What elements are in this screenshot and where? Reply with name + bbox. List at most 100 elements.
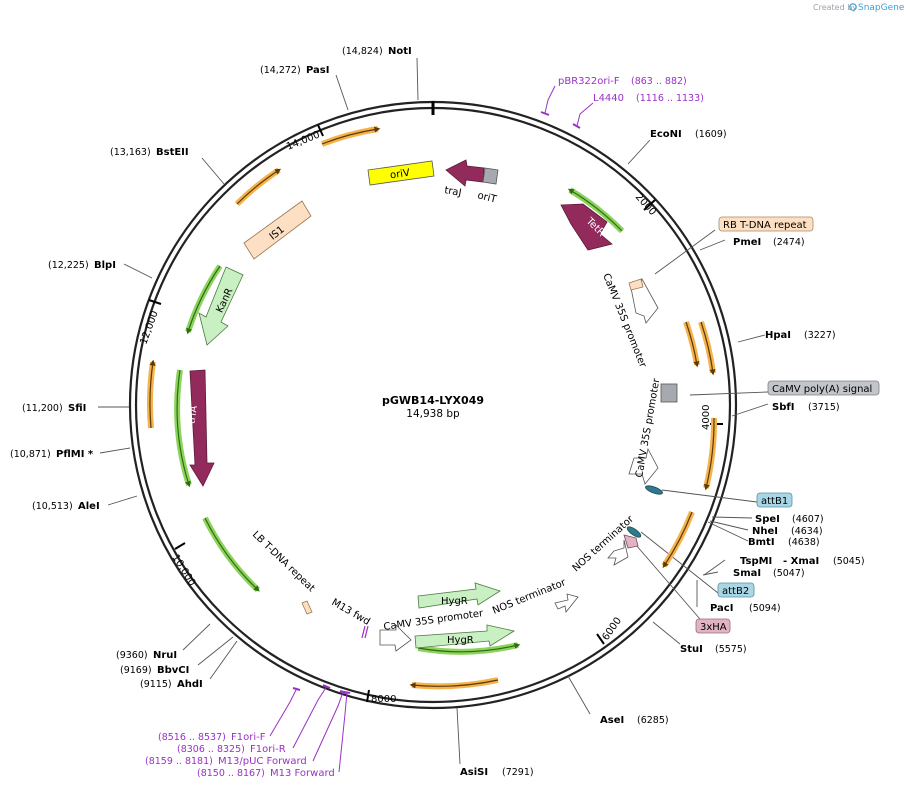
tick-4000: 4000 — [701, 405, 712, 430]
site-smai-pos: (5047) — [773, 568, 805, 579]
tick-2000-mark — [643, 199, 656, 211]
site-hpai-pos: (3227) — [804, 330, 836, 341]
site-notI[interactable]: NotI — [388, 46, 412, 57]
site-blpI-pos: (12,225) — [48, 260, 89, 271]
primer-f1ori-f[interactable]: F1ori-F — [231, 732, 266, 743]
site-hpai[interactable]: HpaI — [765, 330, 791, 341]
attb2-mark[interactable] — [626, 525, 643, 539]
nos-arrow-2[interactable] — [554, 593, 579, 613]
tick-10000: 10,000 — [169, 553, 197, 589]
tick-8000-mark — [366, 689, 370, 703]
label-rb-tdna[interactable]: RB T-DNA repeat — [723, 220, 807, 231]
primer-l4440[interactable]: L4440 — [593, 93, 624, 104]
primer-m13-forward[interactable]: M13 Forward — [270, 768, 335, 779]
primer-marks — [292, 111, 581, 694]
label-attb2[interactable]: attB2 — [722, 586, 749, 597]
trfa-arrow[interactable] — [189, 369, 215, 487]
tick-12000: 12,000 — [138, 309, 160, 346]
snapgene-logo-icon — [849, 3, 857, 11]
tick-8000: 8000 — [371, 694, 396, 705]
site-stui[interactable]: StuI — [680, 644, 703, 655]
camv-polya-box[interactable] — [660, 383, 678, 403]
site-pflmi[interactable]: PflMI * — [56, 449, 94, 460]
site-blpI[interactable]: BlpI — [94, 260, 116, 271]
primer-leaders — [269, 85, 594, 773]
credit-brand: SnapGene — [858, 3, 905, 13]
is1-box[interactable] — [243, 200, 312, 260]
primer-l4440-pos: (1116 .. 1133) — [636, 93, 704, 104]
hygr-arrow-2[interactable] — [414, 624, 516, 649]
feature-oriV: oriV — [389, 168, 410, 182]
site-xmai[interactable]: - XmaI — [783, 556, 819, 567]
primer-pbr322ori-f[interactable]: pBR322ori-F — [558, 76, 620, 87]
primer-m13puc-forward[interactable]: M13/pUC Forward — [218, 756, 307, 767]
nos-arrow-1[interactable] — [607, 539, 629, 566]
primer-f1ori-r[interactable]: F1ori-R — [250, 744, 286, 755]
site-pmei[interactable]: PmeI — [733, 237, 761, 248]
plasmid-size: 14,938 bp — [406, 408, 460, 420]
feature-hygr-1: HygR — [441, 596, 468, 607]
camv35s-arrow-2[interactable] — [628, 447, 659, 485]
site-tspmi[interactable]: TspMI — [740, 556, 772, 567]
camv35s-arrow-3[interactable] — [379, 624, 412, 652]
site-asei[interactable]: AseI — [600, 715, 624, 726]
label-attb1[interactable]: attB1 — [761, 496, 788, 507]
site-smai[interactable]: SmaI — [733, 568, 761, 579]
hygr-arrow-1[interactable] — [417, 582, 501, 609]
site-bsteii[interactable]: BstEII — [156, 147, 189, 158]
site-sbfi[interactable]: SbfI — [772, 402, 794, 413]
site-spei-pos: (4607) — [792, 514, 824, 525]
feature-lb: LB T-DNA repeat — [250, 529, 317, 594]
site-pflmi-pos: (10,871) — [10, 449, 51, 460]
tick-6000: 6000 — [600, 616, 624, 643]
kanr-arrow[interactable] — [198, 266, 244, 346]
site-leaders — [98, 57, 769, 765]
site-alei[interactable]: AleI — [78, 501, 100, 512]
tetr-arrow[interactable] — [560, 203, 613, 251]
traJ-arrow[interactable] — [445, 159, 485, 187]
primer-m13-forward-pos: (8150 .. 8167) — [197, 768, 265, 779]
site-notI-pos: (14,824) — [342, 46, 383, 57]
plasmid-name: pGWB14-LYX049 — [382, 394, 484, 407]
restriction-sites: (14,824) NotI (14,272) PasI (13,163) Bst… — [10, 46, 865, 778]
site-nrui[interactable]: NruI — [153, 650, 177, 661]
tick-10000-mark — [174, 542, 186, 550]
oriV-box[interactable] — [367, 160, 435, 186]
tick-2000: 2000 — [633, 192, 658, 218]
site-nhei-pos: (4634) — [791, 526, 823, 537]
site-econi-pos: (1609) — [695, 129, 727, 140]
primer-m13puc-pos: (8159 .. 8181) — [145, 756, 213, 767]
site-ahdi[interactable]: AhdI — [177, 679, 203, 690]
feature-hygr-2: HygR — [447, 635, 474, 646]
site-pasI[interactable]: PasI — [306, 65, 329, 76]
site-spei[interactable]: SpeI — [755, 514, 780, 525]
site-nhei[interactable]: NheI — [752, 526, 778, 537]
site-asei-pos: (6285) — [637, 715, 669, 726]
orf-green-arcs — [174, 187, 625, 655]
tick-14000-mark — [317, 124, 324, 137]
primers: pBR322ori-F (863 .. 882) L4440 (1116 .. … — [145, 76, 704, 779]
oriT-box[interactable] — [482, 167, 499, 185]
site-asisi[interactable]: AsiSI — [460, 767, 488, 778]
site-alei-pos: (10,513) — [32, 501, 73, 512]
site-econi[interactable]: EcoNI — [650, 129, 682, 140]
attb1-mark[interactable] — [645, 484, 664, 496]
site-paci[interactable]: PacI — [710, 603, 733, 614]
label-3xha[interactable]: 3xHA — [700, 622, 727, 633]
3xha-mark[interactable] — [623, 534, 639, 549]
site-bmti[interactable]: BmtI — [748, 537, 775, 548]
site-asisi-pos: (7291) — [502, 767, 534, 778]
site-bsteii-pos: (13,163) — [110, 147, 151, 158]
tick-14000: 14,000 — [285, 129, 322, 152]
credit-prefix: Created by — [813, 3, 857, 12]
rb-tdna-mark[interactable] — [628, 278, 644, 291]
site-sbfi-pos: (3715) — [808, 402, 840, 413]
site-bbvci-pos: (9169) — [120, 665, 152, 676]
lb-tdna-mark[interactable] — [301, 600, 313, 615]
site-sfiI[interactable]: SfiI — [68, 403, 86, 414]
label-camv-polya[interactable]: CaMV poly(A) signal — [772, 384, 872, 395]
feature-traJ: traJ — [443, 185, 462, 199]
site-pasI-pos: (14,272) — [260, 65, 301, 76]
site-bbvci[interactable]: BbvCI — [157, 665, 189, 676]
